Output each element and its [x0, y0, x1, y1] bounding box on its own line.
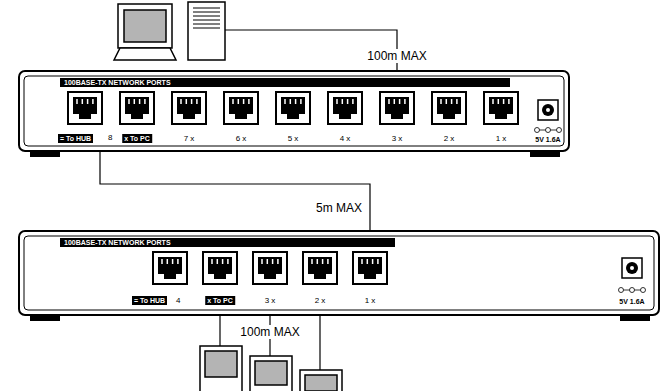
power-rating: 5V 1.6A [535, 136, 560, 143]
desktop-pc [114, 2, 225, 60]
port-number: 5 x [288, 135, 299, 143]
housing-inner [24, 236, 654, 310]
label-band [60, 78, 510, 87]
rj45-jack [276, 92, 310, 124]
port-number: 7 x [184, 135, 195, 143]
vent-line [193, 12, 220, 13]
foot [620, 316, 650, 321]
rj45-jack [484, 92, 518, 124]
port-number: 4 [176, 297, 180, 305]
switch-housing: 100BASE-TX NETWORK PORTS = To HUB 4 x To PC… [18, 230, 660, 316]
port-tag: x To PC [122, 134, 152, 143]
rj45-jack [68, 92, 102, 124]
cable-length: 100m MAX [238, 325, 301, 339]
foot [30, 152, 60, 157]
switch-housing: 100BASE-TX NETWORK PORTS = To HUB 8 x To PC… [18, 70, 570, 152]
cable-length: 5m MAX [314, 201, 364, 215]
port-number: 2 x [315, 297, 326, 305]
foot [530, 152, 560, 157]
port-number: 1 x [496, 135, 507, 143]
uplink-cable [100, 152, 370, 230]
rj45-jack [153, 252, 187, 284]
cable-length: 100m MAX [365, 49, 428, 63]
panel-heading: 100BASE-TX NETWORK PORTS [62, 238, 173, 247]
power-jack [535, 100, 562, 133]
vent-line [193, 20, 220, 21]
port-number: 3 x [392, 135, 403, 143]
port-number: 6 x [236, 135, 247, 143]
monitor [200, 346, 342, 391]
port-tag: = To HUB [58, 134, 93, 143]
rj45-jack [224, 92, 258, 124]
rj45-jack [432, 92, 466, 124]
rj45-jack [172, 92, 206, 124]
rj45-jack [353, 252, 387, 284]
vent-line [193, 8, 220, 9]
port-number: 4 x [340, 135, 351, 143]
port-number: 2 x [444, 135, 455, 143]
power-rating: 5V 1.6A [619, 298, 644, 305]
panel-heading: 100BASE-TX NETWORK PORTS [62, 78, 173, 87]
port-number: 3 x [265, 297, 276, 305]
port-tag: x To PC [205, 296, 235, 305]
foot [30, 316, 60, 321]
polarity-symbol [619, 288, 646, 293]
port-number: 1 x [365, 297, 376, 305]
port-tag: = To HUB [132, 296, 167, 305]
label-band [60, 238, 395, 247]
rj45-jack [380, 92, 414, 124]
rj45-jack [253, 252, 287, 284]
rj45-jack [120, 92, 154, 124]
vent-line [193, 16, 220, 17]
vent-line [193, 24, 220, 25]
rj45-jack [203, 252, 237, 284]
vent-line [193, 28, 220, 29]
housing-inner [24, 76, 564, 146]
polarity-symbol [535, 128, 562, 133]
port-number: 8 [108, 134, 112, 142]
power-jack [619, 258, 646, 293]
rj45-jack [303, 252, 337, 284]
rj45-jack [328, 92, 362, 124]
